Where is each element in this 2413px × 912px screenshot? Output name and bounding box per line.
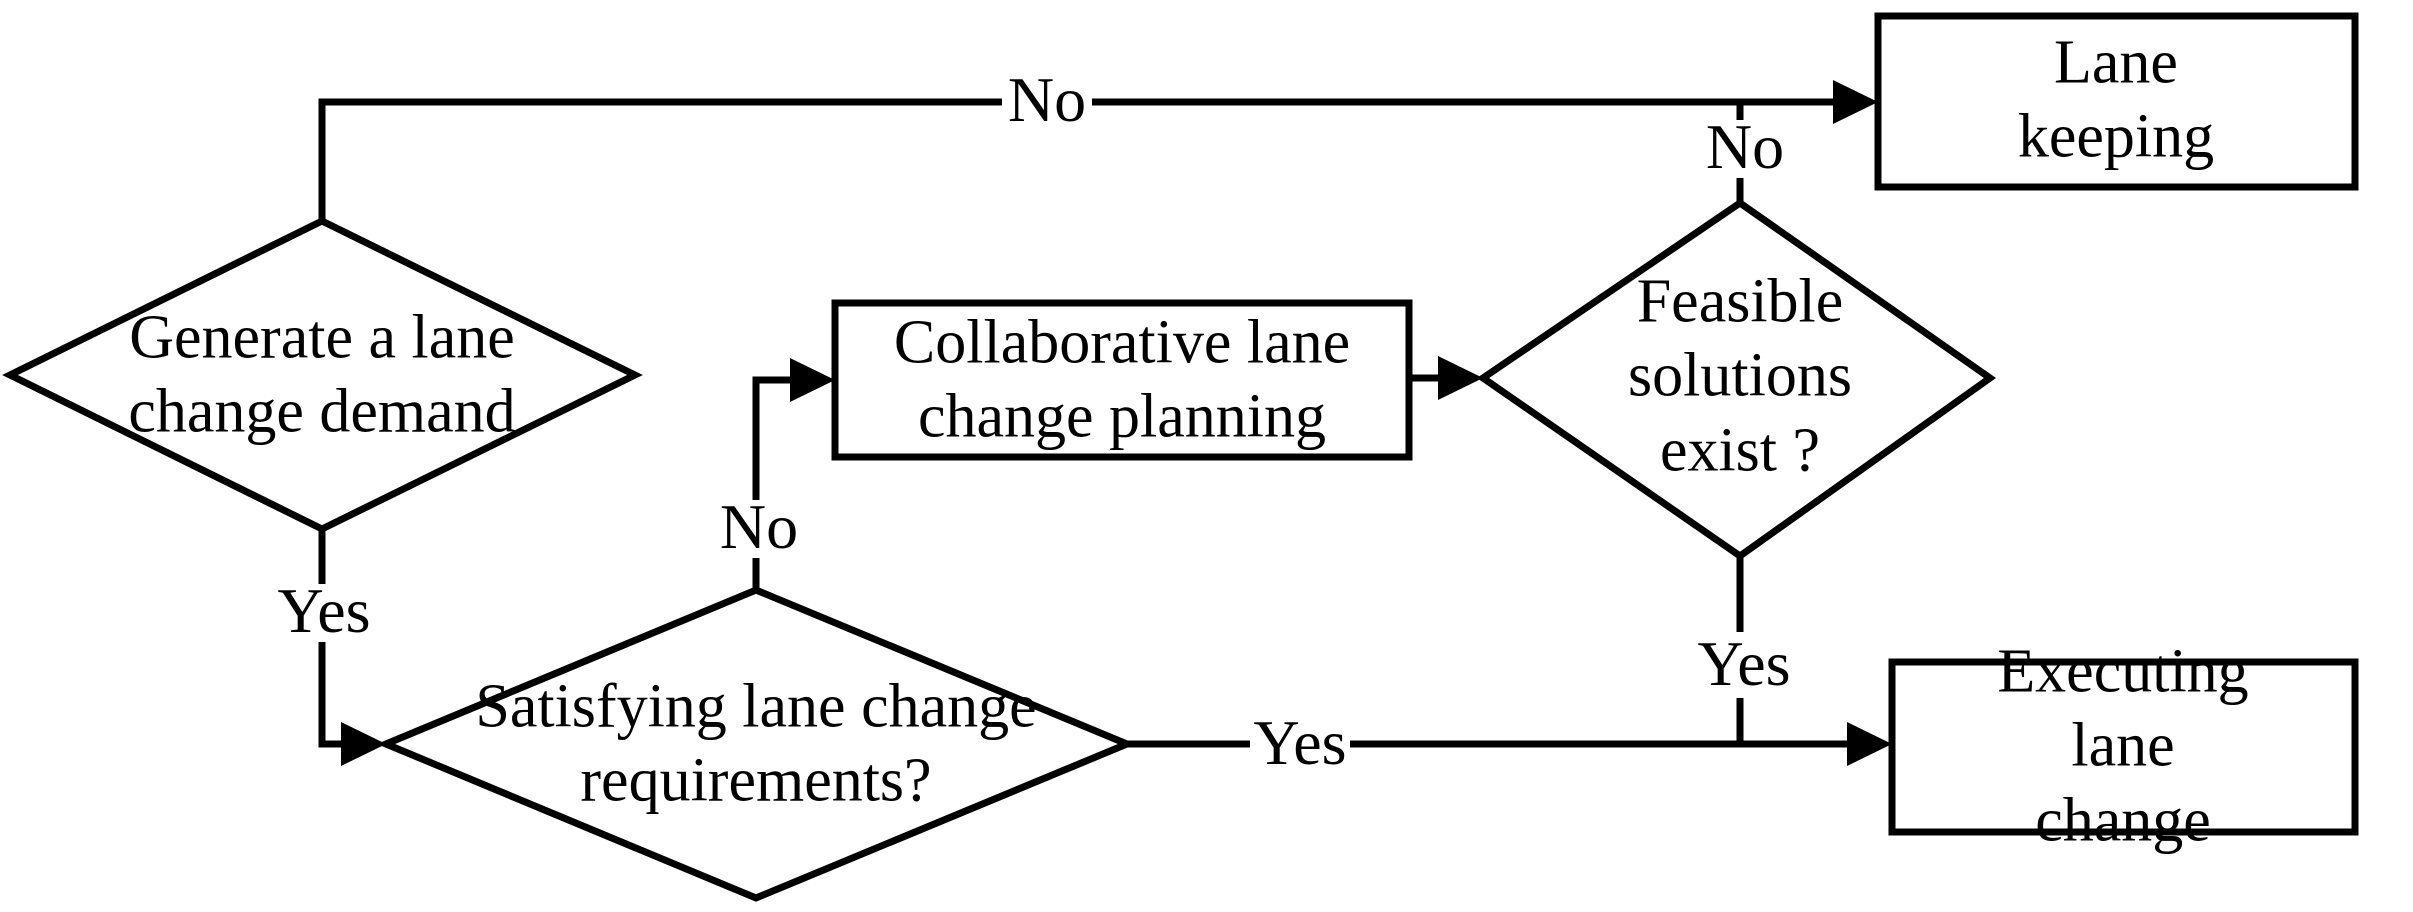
arrowhead-into-lane-keeping-icon <box>1833 80 1878 124</box>
edge-label-satisfying-yes: Yes <box>1253 707 1347 778</box>
edge-generate-no-line-left <box>318 98 1002 221</box>
arrowhead-into-collaborative-planning-icon <box>790 358 835 402</box>
edge-label-feasible-yes: Yes <box>1697 628 1791 699</box>
decision-satisfying-requirements-label: Satisfying lane change requirements? <box>475 672 1037 815</box>
arrowhead-into-feasible-solutions-icon <box>1438 356 1483 400</box>
decision-generate-demand-label: Generate a lane change demand <box>128 303 516 446</box>
process-executing-lane-change-shape <box>1888 658 2359 836</box>
decision-satisfying-requirements-shape <box>376 586 1137 902</box>
decision-feasible-solutions-label: Feasible solutions exist ? <box>1628 267 1852 485</box>
arrowhead-into-satisfying-requirements-icon <box>341 722 386 766</box>
arrowhead-into-executing-lane-change-icon <box>1847 722 1892 766</box>
edge-label-satisfying-no: No <box>719 491 799 562</box>
process-executing-lane-change-label: Executing lane change <box>1997 637 2249 855</box>
edge-label-generate-no: No <box>1007 64 1087 135</box>
process-lane-keeping-shape <box>1874 12 2359 191</box>
process-collaborative-planning-label: Collaborative lane change planning <box>893 308 1351 451</box>
edge-generate-yes-line-lower <box>318 642 346 748</box>
edge-label-feasible-no: No <box>1705 111 1785 182</box>
edge-label-generate-yes: Yes <box>277 575 371 646</box>
edge-satisfying-no-line-upper <box>752 376 794 500</box>
process-lane-keeping-label: Lane keeping <box>2017 28 2215 171</box>
